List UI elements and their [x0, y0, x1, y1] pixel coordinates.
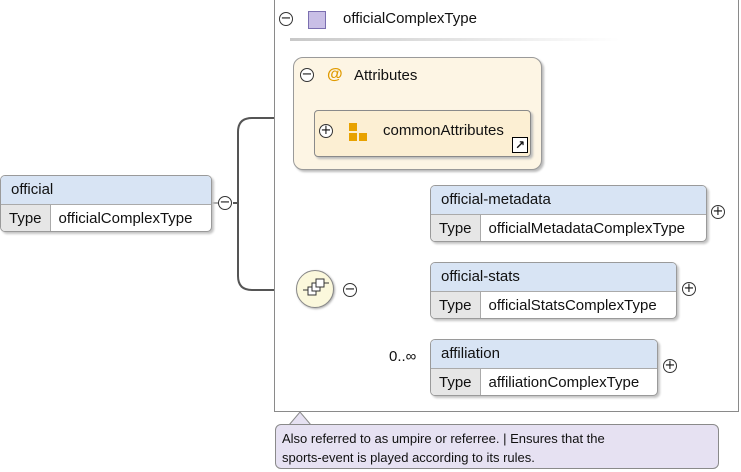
root-collapse-toggle[interactable]: −	[218, 195, 232, 210]
element-official-stats[interactable]: official-stats Type officialStatsComplex…	[430, 262, 677, 319]
affiliation-expand-toggle[interactable]: +	[663, 358, 677, 373]
attribute-group-icon	[349, 123, 369, 143]
type-key: Type	[431, 369, 481, 395]
attributes-label: Attributes	[354, 67, 418, 84]
sequence-collapse-toggle[interactable]: −	[343, 282, 357, 297]
element-type-row: Type officialComplexType	[1, 205, 211, 231]
element-name: official-stats	[431, 263, 676, 292]
attribute-at-icon: @	[327, 66, 343, 83]
attributes-collapse-toggle[interactable]: −	[300, 67, 314, 82]
common-attributes-expand-toggle[interactable]: +	[319, 123, 333, 138]
element-name: official	[1, 176, 211, 205]
type-value: officialMetadataComplexType	[488, 220, 686, 237]
element-name: official-metadata	[431, 186, 706, 215]
complex-type-title: officialComplexType	[343, 10, 477, 27]
official-stats-expand-toggle[interactable]: +	[682, 281, 696, 296]
type-value: officialStatsComplexType	[488, 297, 657, 314]
tooltip-line-2: sports-event is played according to its …	[282, 450, 535, 465]
type-value: officialComplexType	[58, 210, 193, 227]
tooltip-line-1: Also referred to as umpire or referree. …	[282, 431, 605, 446]
complex-type-collapse-toggle[interactable]: −	[279, 11, 293, 26]
element-type-row: Type affiliationComplexType	[431, 369, 657, 395]
affiliation-occurrence: 0..∞	[389, 348, 417, 365]
element-official-metadata[interactable]: official-metadata Type officialMetadataC…	[430, 185, 707, 242]
element-affiliation[interactable]: affiliation Type affiliationComplexType	[430, 339, 658, 396]
element-type-row: Type officialMetadataComplexType	[431, 215, 706, 241]
element-name: affiliation	[431, 340, 657, 369]
type-value: affiliationComplexType	[488, 374, 640, 391]
complex-type-icon	[308, 11, 326, 29]
sequence-compositor[interactable]	[296, 270, 334, 308]
reference-link-icon[interactable]: ↗	[512, 137, 528, 153]
type-key: Type	[431, 215, 481, 241]
element-type-row: Type officialStatsComplexType	[431, 292, 676, 318]
type-key: Type	[431, 292, 481, 318]
type-key: Type	[1, 205, 51, 231]
root-element-official[interactable]: official Type officialComplexType	[0, 175, 212, 232]
documentation-tooltip: Also referred to as umpire or referree. …	[275, 424, 719, 469]
common-attributes-label: commonAttributes	[383, 122, 504, 139]
complex-type-underline	[290, 38, 620, 41]
sequence-icon	[303, 278, 329, 296]
official-metadata-expand-toggle[interactable]: +	[711, 204, 725, 219]
